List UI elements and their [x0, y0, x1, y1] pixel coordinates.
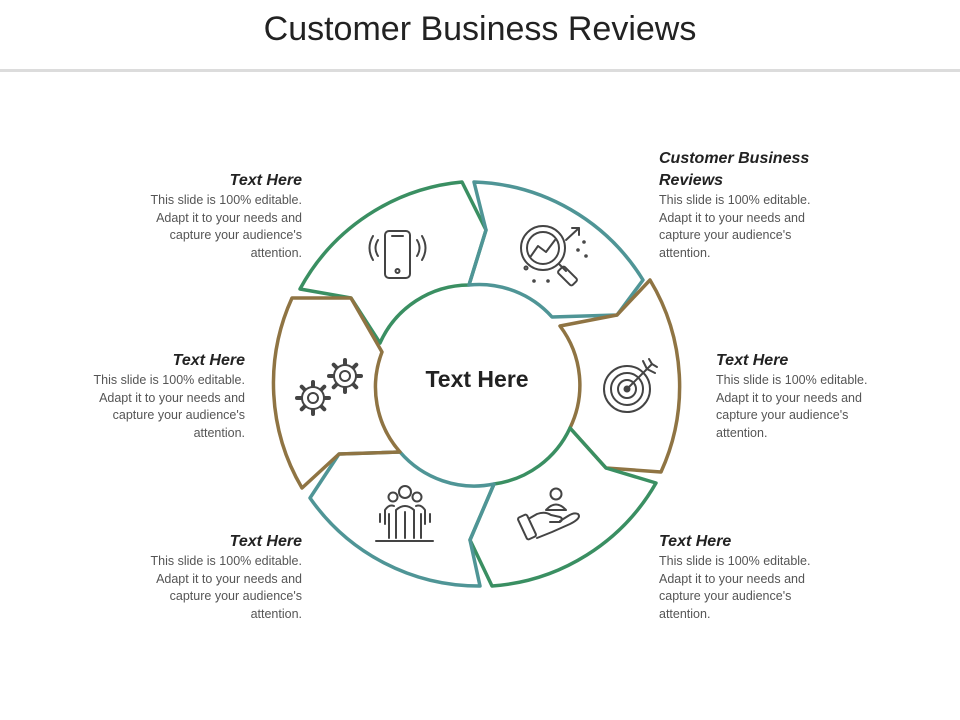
hand-person-icon	[517, 487, 580, 541]
text-block-bottom-left: Text Here This slide is 100% editable. A…	[142, 531, 302, 623]
text-block-top-right: Customer Business Reviews This slide is …	[659, 148, 819, 262]
segment-left	[271, 296, 402, 490]
center-label: Text Here	[425, 366, 529, 392]
text-block-heading: Text Here	[229, 172, 302, 189]
team-icon	[375, 485, 434, 542]
text-block-body: This slide is 100% editable. Adapt it to…	[150, 554, 302, 621]
text-block-body: This slide is 100% editable. Adapt it to…	[150, 193, 302, 260]
segment-right	[558, 278, 682, 474]
magnifier-analytics-icon	[520, 225, 588, 287]
text-block-bottom-right: Text Here This slide is 100% editable. A…	[659, 531, 819, 623]
segment-bottom-right	[468, 426, 658, 588]
smartphone-icon	[368, 230, 427, 279]
text-block-heading: Text Here	[659, 533, 732, 550]
title-divider	[0, 69, 960, 72]
text-block-body: This slide is 100% editable. Adapt it to…	[716, 373, 868, 440]
text-block-top-left: Text Here This slide is 100% editable. A…	[142, 170, 302, 262]
text-block-heading: Text Here	[172, 352, 245, 369]
text-block-mid-right: Text Here This slide is 100% editable. A…	[716, 350, 876, 442]
page-title: Customer Business Reviews	[263, 10, 697, 48]
gears-icon	[295, 358, 363, 416]
text-block-heading: Text Here	[229, 533, 302, 550]
text-block-heading: Text Here	[716, 352, 789, 369]
segment-top-right	[467, 180, 645, 319]
target-icon	[603, 358, 658, 413]
text-block-body: This slide is 100% editable. Adapt it to…	[93, 373, 245, 440]
text-block-heading: Customer Business Reviews	[659, 150, 810, 189]
segment-top-left	[298, 180, 488, 345]
text-block-mid-left: Text Here This slide is 100% editable. A…	[85, 350, 245, 442]
segment-bottom	[308, 450, 496, 588]
text-block-body: This slide is 100% editable. Adapt it to…	[659, 554, 811, 621]
text-block-body: This slide is 100% editable. Adapt it to…	[659, 193, 811, 260]
